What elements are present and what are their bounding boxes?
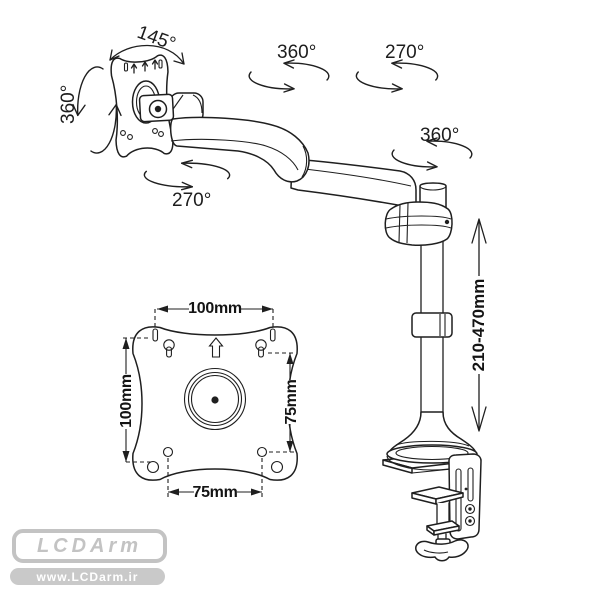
clamp-knob — [415, 538, 469, 562]
label-arm-top-360: 360° — [277, 42, 316, 63]
label-bracket-270: 270° — [172, 190, 211, 211]
label-pole-360: 360° — [420, 125, 459, 146]
pole-joint-bulb — [384, 201, 453, 246]
label-monitor-360: 360° — [58, 85, 79, 124]
arm-lower-segment — [290, 158, 417, 207]
rotation-ellipse-bracket — [143, 159, 231, 191]
arrow-up-icon — [208, 337, 224, 358]
clamp-pad — [411, 486, 464, 505]
height-dimension: 210-470mm — [466, 218, 490, 432]
tilt-arc — [109, 44, 185, 65]
ball-joint — [138, 93, 175, 123]
rotation-symbols — [71, 44, 473, 191]
rotation-ellipse-arm-mid — [355, 59, 439, 93]
dim-inner-width: 75mm — [167, 458, 263, 501]
vesa-bracket-3q — [109, 54, 204, 158]
dim-inner-height: 75mm — [268, 352, 300, 453]
desk-clamp — [382, 444, 482, 562]
dim-outer-height: 100mm — [114, 337, 151, 463]
clamp-screw-column — [426, 502, 460, 543]
arm-upper-segment — [169, 116, 310, 183]
label-tilt-145: 145° — [134, 22, 178, 55]
watermark-url: www.LCDarm.ir — [10, 568, 165, 585]
label-outer-height: 100mm — [118, 374, 135, 428]
clamp-bracket — [448, 453, 482, 540]
plate-mark-arrows — [130, 59, 159, 74]
keyhole-slots — [163, 339, 267, 358]
watermark-url-text: www.LCDarm.ir — [36, 569, 139, 584]
watermark-logo: LCDArm — [12, 529, 167, 563]
dim-outer-width: 100mm — [154, 297, 274, 327]
pole-collar — [411, 312, 453, 338]
label-arm-mid-270: 270° — [385, 42, 424, 63]
vesa-plate-front: 100mm 100mm 75mm 75mm — [114, 297, 300, 501]
label-inner-width: 75mm — [192, 484, 237, 501]
rotation-ellipse-arm-top — [248, 59, 330, 93]
label-outer-width: 100mm — [188, 300, 242, 317]
watermark-brand: LCDArm — [36, 534, 143, 557]
height-range-label: 210-470mm — [469, 279, 488, 372]
label-inner-height: 75mm — [283, 379, 300, 424]
